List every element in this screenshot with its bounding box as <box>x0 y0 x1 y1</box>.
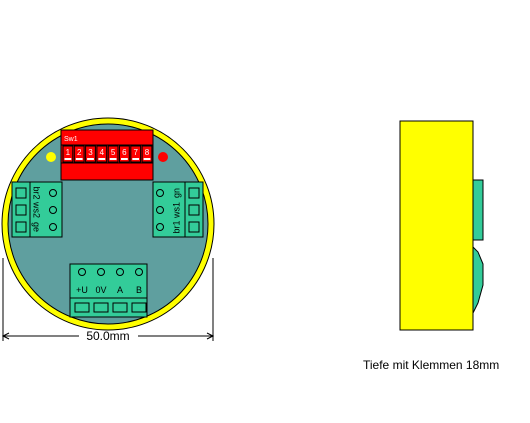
side-housing <box>399 120 474 331</box>
dip-switch-title: Sw1 <box>64 136 78 143</box>
left-terminal-clamp <box>15 187 27 199</box>
bottom-terminal-label: 0V <box>95 285 106 295</box>
red-led-indicator <box>158 152 168 162</box>
dip-switch-position-label: 6 <box>122 148 127 157</box>
diameter-dimension: 50.0mm <box>1 258 215 343</box>
bottom-terminal-screw <box>116 268 124 276</box>
dip-switch-position-label: 1 <box>66 148 71 157</box>
right-terminal-clamp <box>188 221 200 233</box>
dip-switch-lever <box>132 158 140 160</box>
right-terminal-clamp <box>188 204 200 216</box>
dip-switch-position-label: 4 <box>100 148 105 157</box>
dip-switch-cell <box>107 145 119 163</box>
bottom-terminal-clamp <box>93 302 109 313</box>
left-terminal-label: ge <box>32 222 42 232</box>
dip-switch-cell <box>85 145 96 163</box>
dip-switch-body <box>60 129 154 181</box>
right-terminal-label: ws1 <box>171 202 181 219</box>
dip-switch-position-label: 7 <box>133 148 138 157</box>
dip-switch-lever <box>87 158 94 160</box>
side-view-caption: Tiefe mit Klemmen 18mm <box>363 358 499 372</box>
circuit-board <box>7 123 209 325</box>
bottom-terminal-clamp <box>74 302 90 313</box>
right-terminal-clamp <box>188 187 200 199</box>
bottom-terminal-screw <box>97 268 105 276</box>
left-terminal-label: br2 <box>32 186 42 199</box>
bottom-terminal-clamp <box>112 302 128 313</box>
left-terminal-screw <box>49 206 57 214</box>
bottom-terminal-label: A <box>117 285 123 295</box>
dip-switch-position-label: 3 <box>88 148 93 157</box>
right-terminal-block: gn ws1 br1 <box>152 181 204 238</box>
right-terminal-screw <box>156 206 164 214</box>
left-terminal-screw <box>49 189 57 197</box>
dip-switch-cell <box>73 145 85 163</box>
side-terminal <box>472 179 484 241</box>
dip-switch-lever <box>109 158 117 160</box>
dip-switch-lever <box>121 158 128 160</box>
right-terminal-screw <box>156 189 164 197</box>
dip-switch-position-label: 8 <box>145 148 150 157</box>
left-terminal-clamp <box>15 221 27 233</box>
bottom-terminal-clamp <box>131 302 147 313</box>
left-terminal-clamp <box>15 204 27 216</box>
dip-switch-position-label: 5 <box>111 148 116 157</box>
left-terminal-screw <box>49 223 57 231</box>
dip-switch-lever <box>143 158 151 160</box>
left-terminal-label: ws2 <box>32 201 42 218</box>
dip-switch-cell <box>130 145 142 163</box>
bottom-terminal-label: B <box>136 285 142 295</box>
bottom-terminal-block: +U 0V A B <box>69 263 148 318</box>
left-terminal-block: br2 ws2 ge <box>11 181 63 238</box>
dip-switch-cell <box>62 145 74 163</box>
dip-switch-lever <box>64 158 72 160</box>
bottom-terminal-screw <box>135 268 143 276</box>
right-terminal-screw <box>156 223 164 231</box>
dip-switch-cell <box>119 145 130 163</box>
bottom-terminal-screw <box>78 268 86 276</box>
dip-switch-lever <box>98 158 106 160</box>
bottom-terminal-label: +U <box>76 285 88 295</box>
right-terminal-label: br1 <box>171 220 181 233</box>
right-terminal-label: gn <box>171 188 181 198</box>
side-view: Tiefe mit Klemmen 18mm <box>363 120 499 372</box>
dip-switch-cell <box>96 145 108 163</box>
yellow-led-indicator <box>46 152 56 162</box>
dip-switch-position-label: 2 <box>77 148 82 157</box>
dip-switch-lever <box>75 158 83 160</box>
dip-switch-cell <box>141 145 153 163</box>
side-terminal-bottom <box>472 245 484 314</box>
diameter-label: 50.0mm <box>86 329 129 343</box>
